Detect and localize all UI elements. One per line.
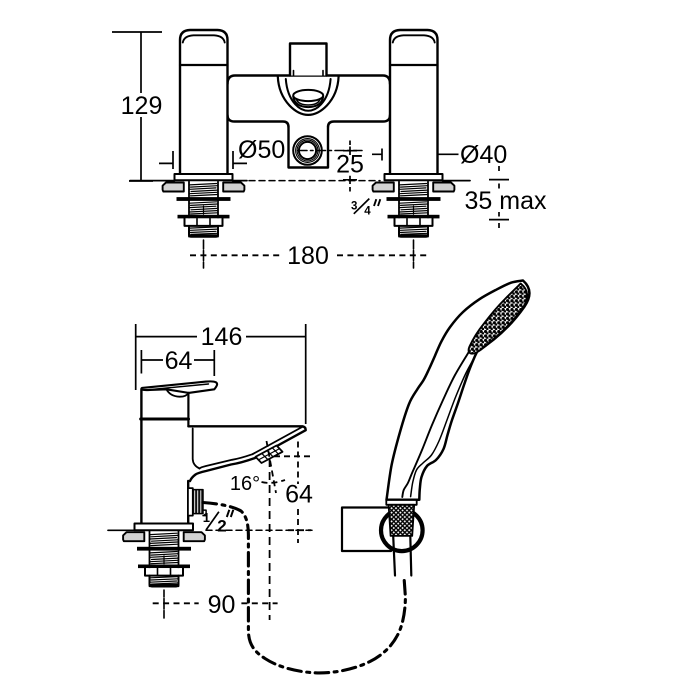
svg-text:64: 64 <box>165 347 193 375</box>
svg-text:Ø50: Ø50 <box>238 136 285 164</box>
svg-text:146: 146 <box>201 323 243 351</box>
svg-text:16°: 16° <box>230 473 260 495</box>
svg-text:180: 180 <box>287 242 329 270</box>
svg-text:64: 64 <box>285 481 313 509</box>
svg-text:2: 2 <box>217 516 226 535</box>
svg-text:25: 25 <box>336 151 364 179</box>
svg-text:90: 90 <box>208 591 236 619</box>
svg-text:35 max: 35 max <box>465 187 547 215</box>
svg-text:Ø40: Ø40 <box>460 141 507 169</box>
svg-text:129: 129 <box>121 92 163 120</box>
svg-text:4: 4 <box>364 206 371 218</box>
svg-text:1: 1 <box>203 510 210 525</box>
svg-text:3: 3 <box>351 200 357 212</box>
